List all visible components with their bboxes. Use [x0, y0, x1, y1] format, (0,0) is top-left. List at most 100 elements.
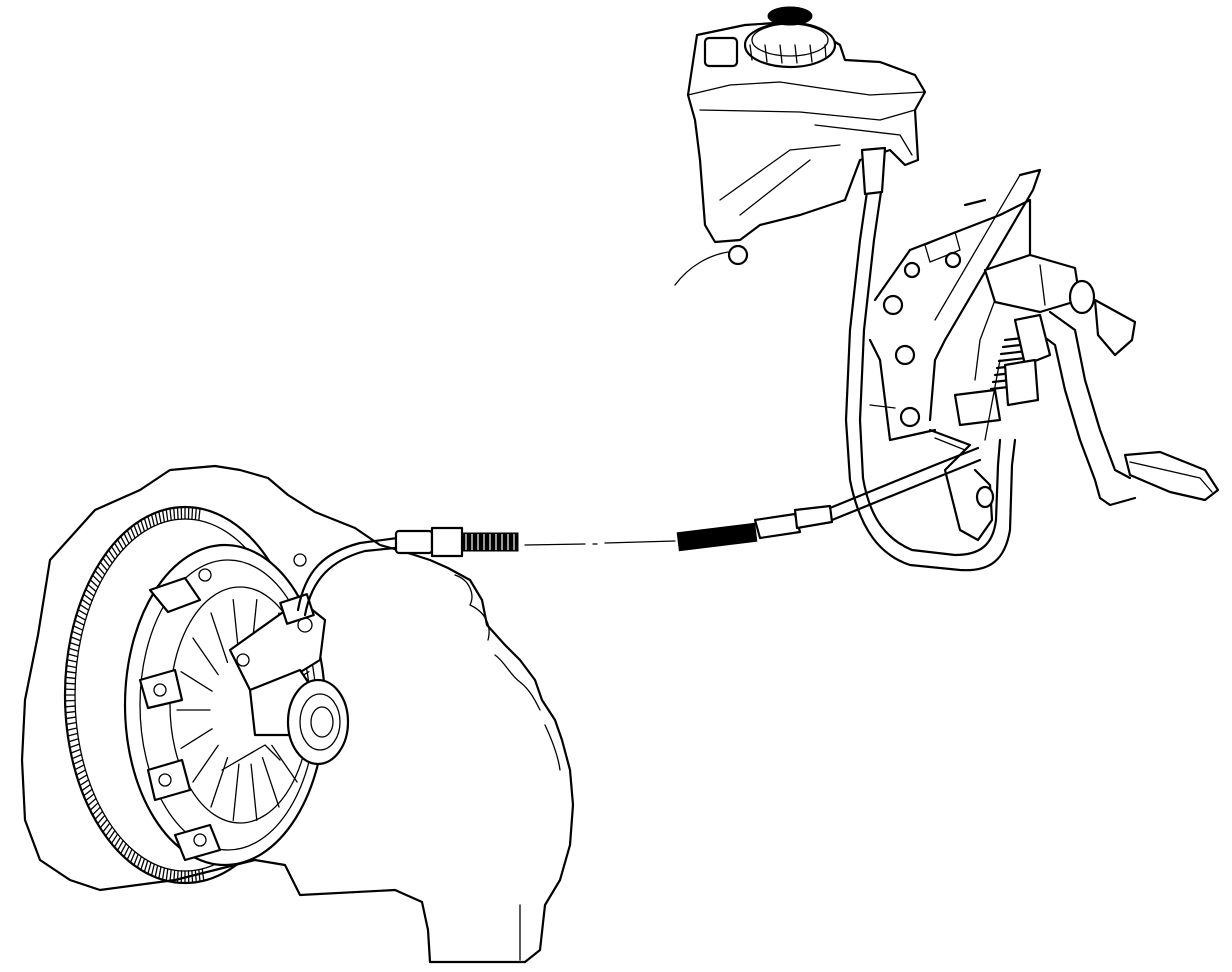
- flywheel-tooth: [91, 806, 101, 816]
- flywheel-tooth: [64, 676, 77, 680]
- diaphragm-finger: [192, 637, 219, 676]
- flywheel-tooth: [72, 759, 84, 765]
- flywheel-tooth: [198, 507, 201, 522]
- flywheel-tooth: [99, 818, 108, 829]
- flywheel-tooth: [198, 868, 201, 883]
- flywheel-tooth: [113, 542, 121, 554]
- flywheel-tooth: [65, 716, 77, 720]
- diaphragm-finger: [180, 671, 213, 692]
- flywheel-tooth: [104, 826, 113, 837]
- flywheel-tooth: [68, 738, 80, 743]
- diaphragm-finger: [210, 756, 229, 808]
- quick-connector: [394, 526, 519, 558]
- flywheel-tooth: [87, 583, 97, 593]
- flywheel-tooth: [83, 788, 93, 797]
- flywheel-tooth: [120, 842, 127, 855]
- flywheel-tooth: [147, 515, 152, 529]
- flywheel-tooth: [94, 810, 104, 820]
- gearbox-housing: [20, 464, 575, 964]
- flywheel-tooth: [158, 510, 162, 524]
- flywheel-tooth: [191, 870, 194, 884]
- flywheel-tooth: [126, 848, 133, 861]
- flywheel-tooth: [75, 769, 87, 776]
- diaphragm-finger: [271, 744, 298, 783]
- flywheel-tooth: [133, 853, 139, 866]
- flywheel-tooth: [173, 507, 176, 521]
- diaphragm-finger: [232, 763, 240, 821]
- diaphragm-finger: [180, 728, 213, 749]
- flywheel-tooth: [129, 526, 136, 539]
- flywheel-tooth: [64, 710, 77, 714]
- flywheel-tooth: [150, 863, 155, 877]
- flywheel-tooth: [69, 641, 81, 647]
- flywheel-tooth: [79, 779, 90, 787]
- flywheel-tooth: [136, 521, 142, 535]
- master-pipe: [828, 446, 982, 522]
- flywheel-tooth: [71, 630, 83, 637]
- flywheel-tooth: [123, 845, 130, 858]
- flywheel-tooth: [176, 506, 179, 520]
- flywheel-tooth: [83, 593, 93, 602]
- flywheel-tooth: [154, 512, 159, 526]
- flywheel-tooth: [143, 859, 149, 873]
- flywheel-tooth: [104, 553, 113, 564]
- flywheel-tooth: [64, 705, 76, 708]
- flywheel-tooth: [107, 829, 116, 841]
- fluid-reservoir: [674, 6, 927, 286]
- flywheel-tooth: [81, 783, 91, 792]
- flywheel-tooth: [87, 797, 97, 807]
- flywheel-tooth: [75, 614, 87, 621]
- flywheel-tooth: [154, 864, 159, 878]
- flywheel-tooth: [116, 538, 124, 551]
- clutch-pedal: [928, 310, 1220, 542]
- flywheel-tooth: [113, 836, 121, 848]
- flywheel-tooth: [161, 509, 166, 523]
- flywheel-tooth: [89, 802, 99, 811]
- flywheel-tooth: [102, 557, 111, 568]
- connection-line: [524, 540, 676, 546]
- flywheel-tooth: [194, 869, 197, 883]
- flywheel-tooth: [133, 524, 139, 537]
- flywheel-tooth: [107, 549, 116, 561]
- flywheel-tooth: [194, 507, 197, 521]
- flywheel-tooth: [74, 619, 85, 626]
- flywheel-tooth: [110, 545, 119, 557]
- diaphragm-finger: [261, 756, 280, 808]
- flywheel-tooth: [116, 839, 124, 852]
- flywheel-tooth: [136, 855, 142, 869]
- flywheel-tooth: [120, 535, 127, 548]
- diaphragm-finger: [192, 744, 219, 783]
- flywheel-tooth: [66, 659, 78, 663]
- flywheel-tooth: [126, 529, 133, 542]
- flywheel-tooth: [67, 653, 79, 658]
- flywheel-tooth: [77, 608, 88, 616]
- diaphragm-finger: [250, 763, 258, 821]
- flywheel-tooth: [67, 732, 79, 737]
- flywheel-tooth: [176, 870, 179, 884]
- flywheel-tooth: [158, 866, 162, 880]
- flywheel-tooth: [65, 721, 78, 726]
- flywheel-tooth: [191, 506, 194, 520]
- flywheel-tooth: [66, 727, 78, 731]
- quick-connector-master: [676, 504, 834, 552]
- flywheel-tooth: [165, 868, 169, 882]
- flywheel-tooth: [150, 513, 155, 527]
- flywheel-tooth: [65, 664, 78, 669]
- flywheel-tooth: [173, 869, 176, 883]
- flywheel-tooth: [96, 814, 106, 825]
- flywheel-tooth: [147, 861, 152, 875]
- flywheel-tooth: [123, 532, 130, 545]
- flywheel-tooth: [70, 636, 82, 642]
- flywheel-tooth: [81, 598, 91, 607]
- flywheel-tooth: [85, 793, 95, 802]
- flywheel-tooth: [77, 774, 88, 782]
- diaphragm-finger: [210, 612, 229, 664]
- flywheel-tooth: [140, 519, 146, 533]
- flywheel-tooth: [201, 868, 205, 882]
- hydraulic-pipe: [296, 535, 407, 617]
- flywheel-tooth: [140, 857, 146, 871]
- concentric-slave-cylinder: [221, 593, 350, 771]
- flywheel-tooth: [143, 517, 149, 531]
